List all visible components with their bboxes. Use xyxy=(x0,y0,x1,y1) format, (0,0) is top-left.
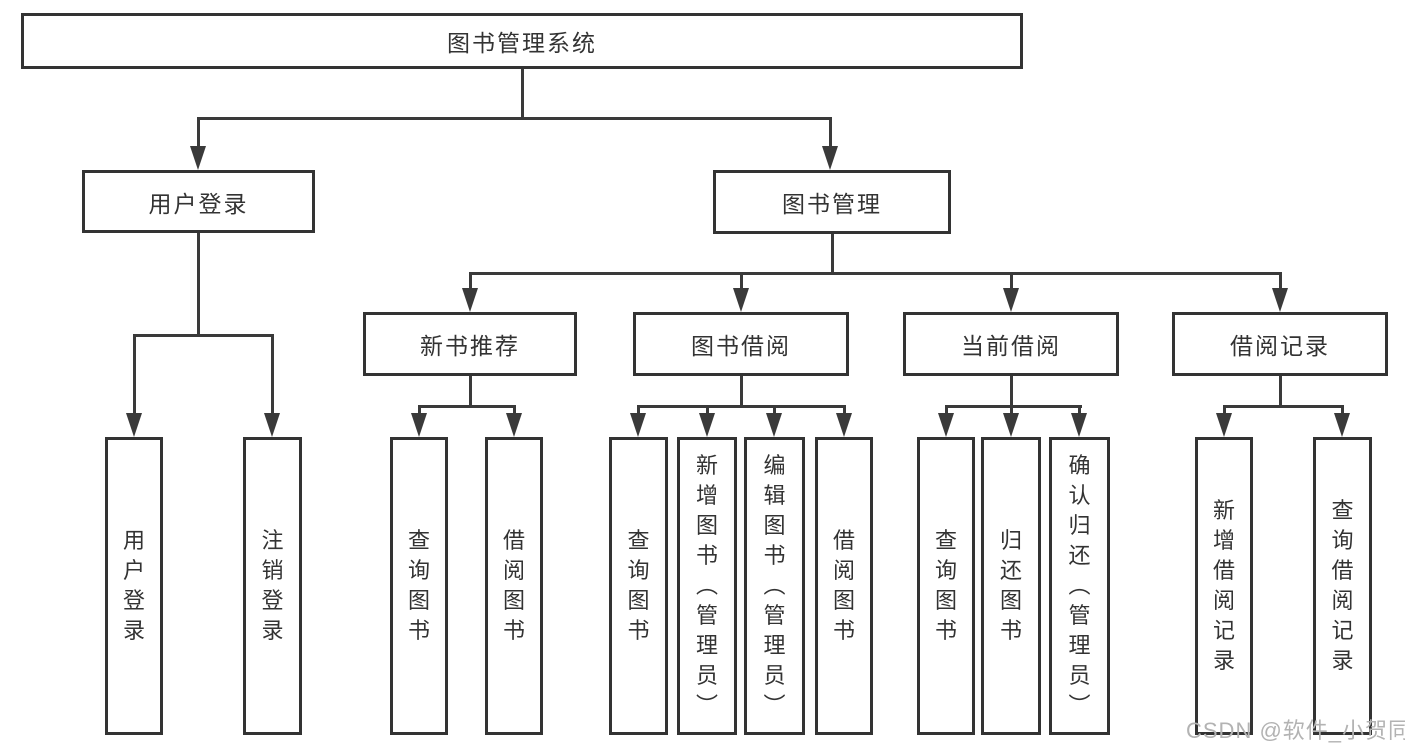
connector-line xyxy=(740,376,743,406)
leaf-borrowing-query-books: 查询图书 xyxy=(609,437,668,735)
leaf-confirm-return-admin: 确认归还︵管理员︶ xyxy=(1049,437,1110,735)
leaf-borrowing-borrow-books: 借阅图书 xyxy=(815,437,873,735)
connector-line xyxy=(773,405,776,417)
node-book-borrowing: 图书借阅 xyxy=(633,312,849,376)
connector-line xyxy=(1010,405,1013,417)
leaf-add-borrow-record: 新增借阅记录 xyxy=(1195,437,1253,735)
leaf-recommend-borrow-books-label: 借阅图书 xyxy=(502,528,525,643)
connector-line xyxy=(469,272,472,292)
connector-line xyxy=(637,405,846,408)
connector-line xyxy=(469,272,1282,275)
leaf-logout-label: 注销登录 xyxy=(261,528,284,643)
connector-line xyxy=(521,69,524,118)
arrowhead-icon xyxy=(411,413,427,437)
node-borrow-records-label: 借阅记录 xyxy=(1230,333,1330,359)
arrowhead-icon xyxy=(836,413,852,437)
connector-line xyxy=(133,334,274,337)
connector-line xyxy=(418,405,421,417)
arrowhead-icon xyxy=(190,146,206,170)
arrowhead-icon xyxy=(126,413,142,437)
arrowhead-icon xyxy=(630,413,646,437)
connector-line xyxy=(197,117,832,120)
leaf-add-borrow-record-label: 新增借阅记录 xyxy=(1212,498,1235,673)
leaf-return-book: 归还图书 xyxy=(981,437,1041,735)
leaf-recommend-borrow-books: 借阅图书 xyxy=(485,437,543,735)
node-root-system: 图书管理系统 xyxy=(21,13,1023,69)
leaf-logout: 注销登录 xyxy=(243,437,302,735)
arrowhead-icon xyxy=(1071,413,1087,437)
node-user-login-label: 用户登录 xyxy=(148,190,249,217)
connector-line xyxy=(829,117,832,150)
connector-line xyxy=(1279,272,1282,292)
leaf-return-book-label: 归还图书 xyxy=(999,528,1022,643)
node-current-borrowing-label: 当前借阅 xyxy=(961,333,1061,359)
connector-line xyxy=(197,233,200,335)
connector-line xyxy=(469,376,472,406)
leaf-current-query-books: 查询图书 xyxy=(917,437,975,735)
connector-line xyxy=(740,272,743,292)
leaf-current-query-books-label: 查询图书 xyxy=(934,528,957,643)
node-root-system-label: 图书管理系统 xyxy=(447,30,597,56)
leaf-edit-book-admin-label: 编辑图书︵管理员︶ xyxy=(763,453,786,718)
node-book-management: 图书管理 xyxy=(713,170,951,234)
connector-line xyxy=(271,334,274,416)
leaf-add-book-admin-label: 新增图书︵管理员︶ xyxy=(695,453,718,718)
arrowhead-icon xyxy=(506,413,522,437)
connector-line xyxy=(831,234,834,273)
node-book-management-label: 图书管理 xyxy=(782,191,882,217)
arrowhead-icon xyxy=(264,413,280,437)
node-book-borrowing-label: 图书借阅 xyxy=(691,333,791,359)
connector-line xyxy=(843,405,846,417)
connector-line xyxy=(513,405,516,417)
arrowhead-icon xyxy=(1003,288,1019,312)
connector-line xyxy=(1078,405,1081,417)
connector-line xyxy=(1223,405,1226,417)
node-borrow-records: 借阅记录 xyxy=(1172,312,1388,376)
arrowhead-icon xyxy=(1272,288,1288,312)
connector-line xyxy=(945,405,1082,408)
connector-line xyxy=(133,334,136,416)
node-user-login: 用户登录 xyxy=(82,170,315,233)
arrowhead-icon xyxy=(938,413,954,437)
csdn-watermark: CSDN @软件_小贺同学 xyxy=(1186,718,1405,743)
arrowhead-icon xyxy=(766,413,782,437)
node-current-borrowing: 当前借阅 xyxy=(903,312,1119,376)
leaf-borrowing-query-books-label: 查询图书 xyxy=(627,528,650,643)
leaf-recommend-query-books: 查询图书 xyxy=(390,437,448,735)
leaf-user-login-label: 用户登录 xyxy=(122,528,145,643)
connector-line xyxy=(637,405,640,417)
connector-line xyxy=(706,405,709,417)
leaf-recommend-query-books-label: 查询图书 xyxy=(407,528,430,643)
leaf-user-login: 用户登录 xyxy=(105,437,163,735)
arrowhead-icon xyxy=(1334,413,1350,437)
arrowhead-icon xyxy=(462,288,478,312)
leaf-query-borrow-record-label: 查询借阅记录 xyxy=(1331,498,1354,673)
connector-line xyxy=(1341,405,1344,417)
connector-line xyxy=(1223,405,1344,408)
connector-line xyxy=(1010,376,1013,406)
leaf-confirm-return-admin-label: 确认归还︵管理员︶ xyxy=(1068,453,1091,718)
node-new-book-recommend: 新书推荐 xyxy=(363,312,577,376)
leaf-borrowing-borrow-books-label: 借阅图书 xyxy=(832,528,855,643)
leaf-edit-book-admin: 编辑图书︵管理员︶ xyxy=(744,437,805,735)
arrowhead-icon xyxy=(822,146,838,170)
leaf-query-borrow-record: 查询借阅记录 xyxy=(1313,437,1372,735)
connector-line xyxy=(945,405,948,417)
node-new-book-recommend-label: 新书推荐 xyxy=(420,333,520,359)
arrowhead-icon xyxy=(733,288,749,312)
arrowhead-icon xyxy=(699,413,715,437)
connector-line xyxy=(1010,272,1013,292)
arrowhead-icon xyxy=(1003,413,1019,437)
connector-line xyxy=(1279,376,1282,406)
arrowhead-icon xyxy=(1216,413,1232,437)
leaf-add-book-admin: 新增图书︵管理员︶ xyxy=(677,437,737,735)
connector-line xyxy=(197,117,200,150)
connector-line xyxy=(418,405,516,408)
